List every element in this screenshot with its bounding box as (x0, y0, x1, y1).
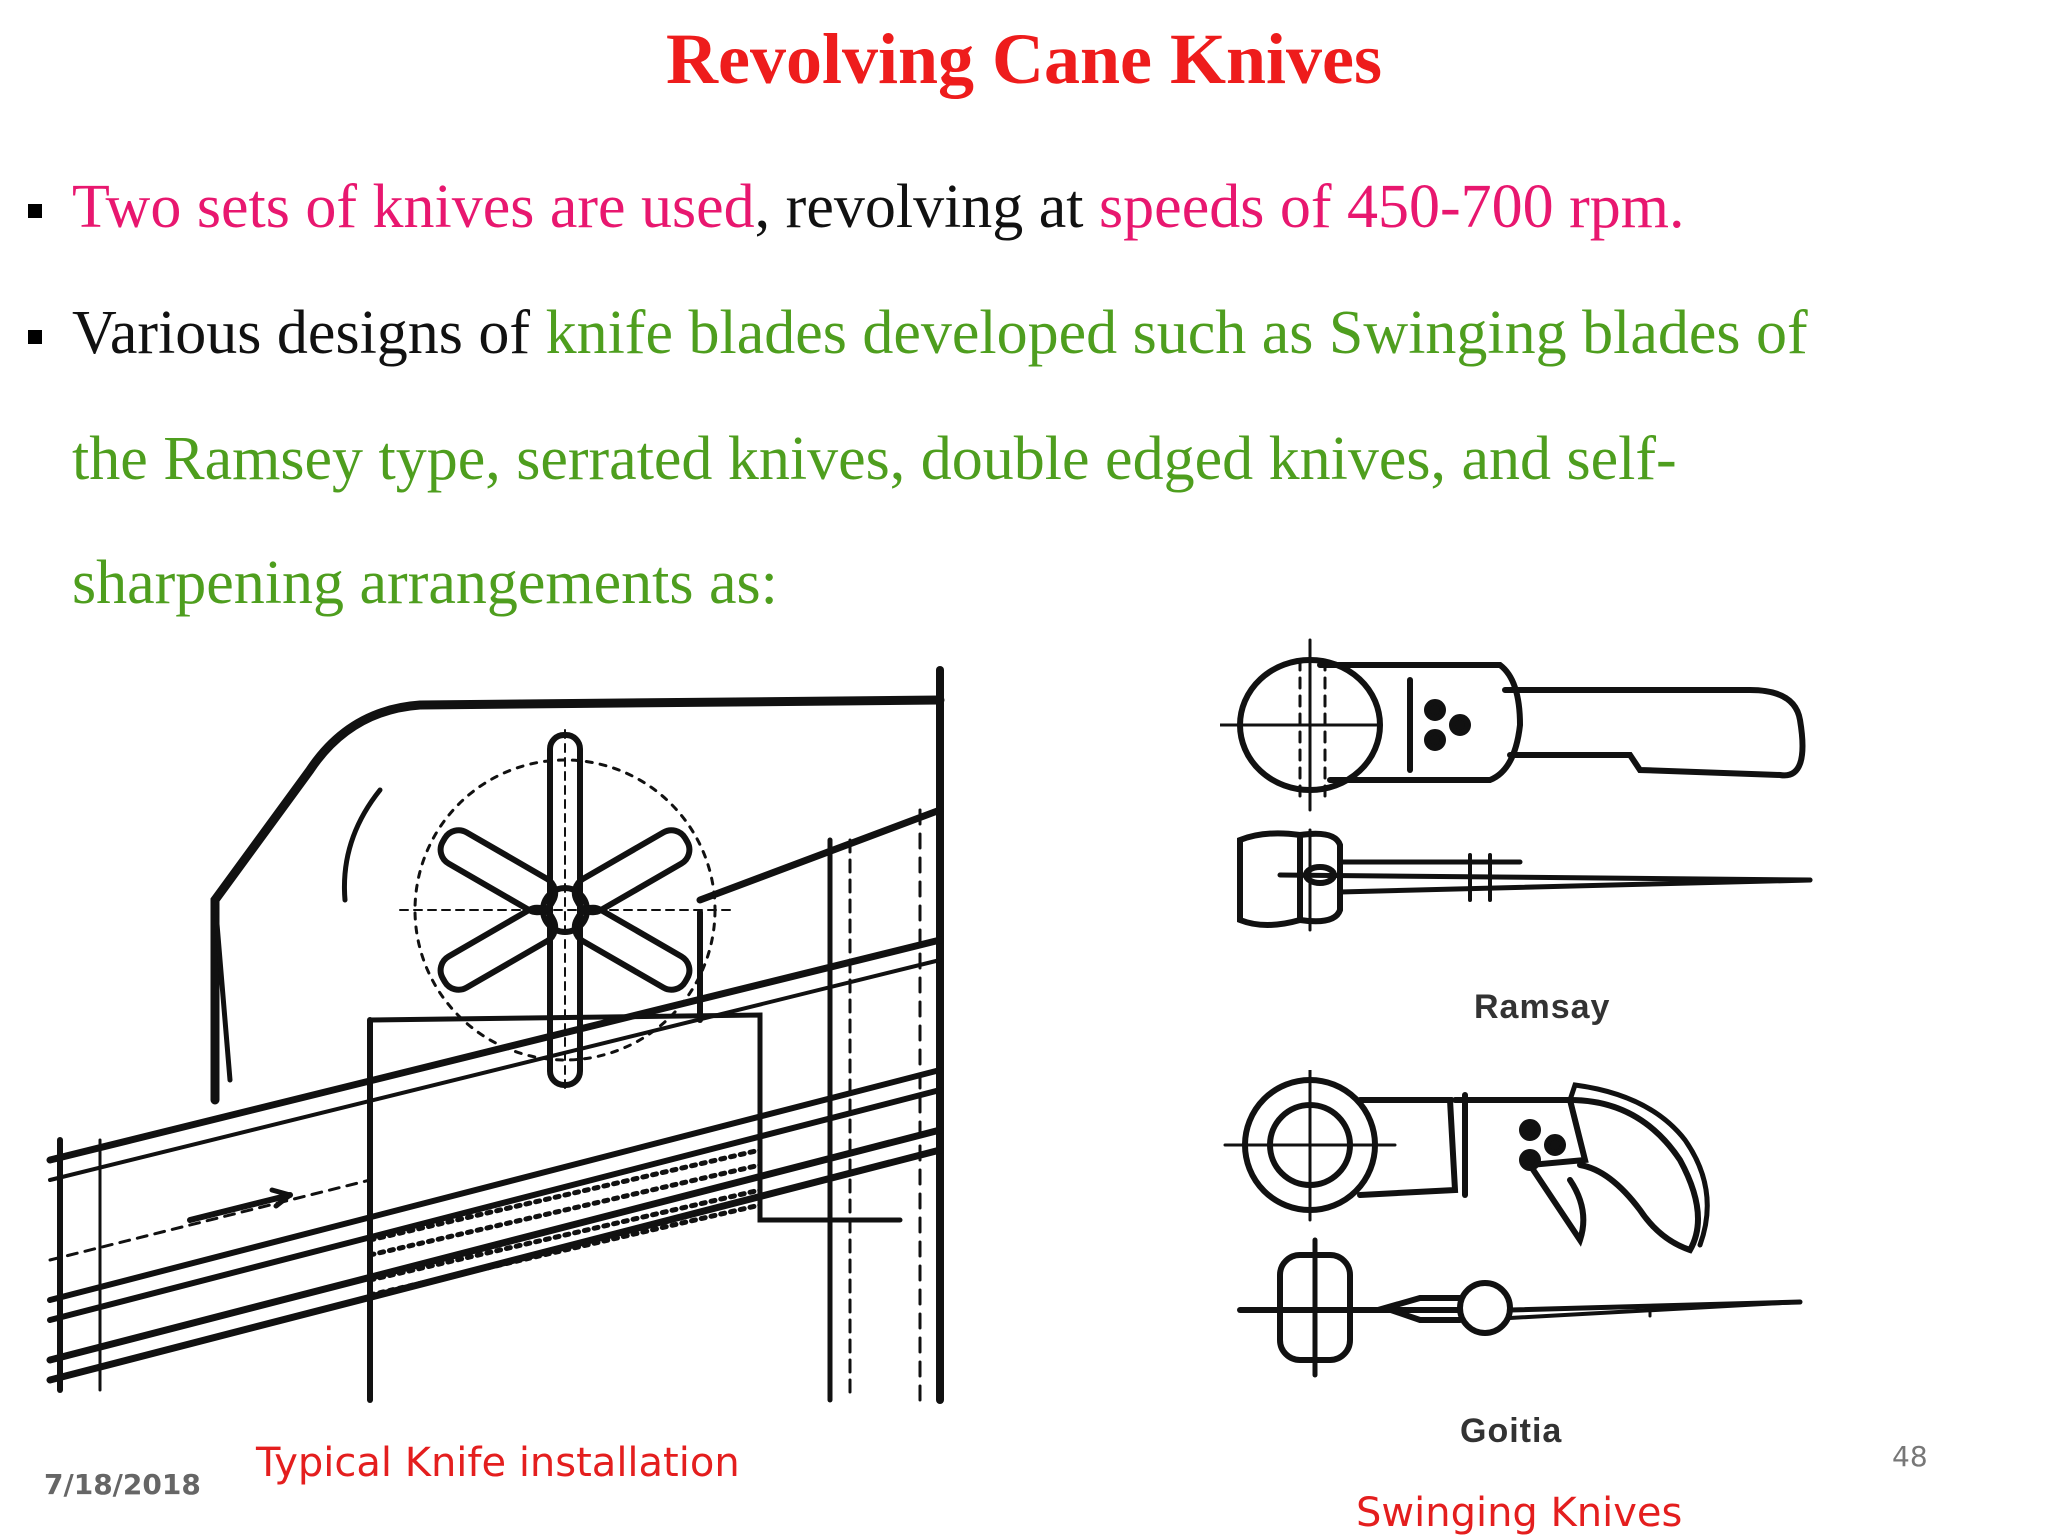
bullet-square-icon (28, 330, 42, 344)
goitia-label: Goitia (1460, 1412, 1563, 1450)
slide-page-number: 48 (1892, 1440, 1928, 1473)
bullet-1-text: Two sets of knives are used, revolving a… (72, 176, 1685, 238)
ramsay-label: Ramsay (1474, 988, 1611, 1026)
caption-swinging-knives: Swinging Knives (1356, 1490, 1683, 1536)
bullet-2-part-1: Various designs of (72, 299, 546, 367)
slide-date: 7/18/2018 (44, 1468, 201, 1501)
caption-knife-installation: Typical Knife installation (256, 1440, 740, 1486)
ramsay-knife-diagram (1220, 638, 1813, 932)
slide-title: Revolving Cane Knives (665, 19, 1383, 99)
bullet-2-line-3: sharpening arrangements as: (72, 549, 778, 617)
bullet-2-part-2: knife blades developed such as Swinging … (545, 299, 1808, 367)
goitia-knife-diagram (1223, 1070, 1803, 1378)
bullet-2-line-2: the Ramsey type, serrated knives, double… (72, 425, 1677, 493)
bullet-1-part-1: Two sets of knives are used (72, 173, 755, 241)
bullet-1-part-3: speeds of 450-700 rpm. (1099, 173, 1685, 241)
bullet-square-icon (28, 204, 42, 218)
bullet-2-text: Various designs of knife blades develope… (72, 302, 1808, 364)
bullet-1-part-2: , revolving at (754, 173, 1100, 241)
knife-installation-diagram (46, 666, 945, 1404)
